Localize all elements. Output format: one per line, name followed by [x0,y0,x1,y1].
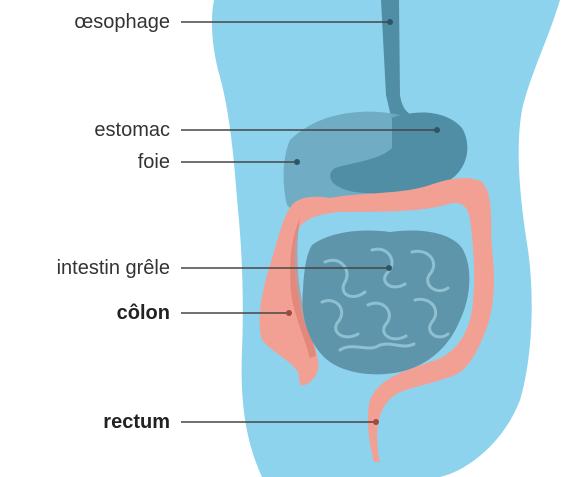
endpoint-stomach [434,127,440,133]
label-small-intestine: intestin grêle [57,256,170,280]
label-stomach: estomac [94,118,170,142]
endpoint-rectum [373,419,379,425]
label-colon: côlon [117,301,170,325]
label-liver: foie [138,150,170,174]
endpoint-small-intestine [386,265,392,271]
label-rectum: rectum [103,410,170,434]
label-oesophagus: œsophage [74,10,170,34]
endpoint-liver [294,159,300,165]
endpoint-oesophagus [387,19,393,25]
endpoint-colon [286,310,292,316]
